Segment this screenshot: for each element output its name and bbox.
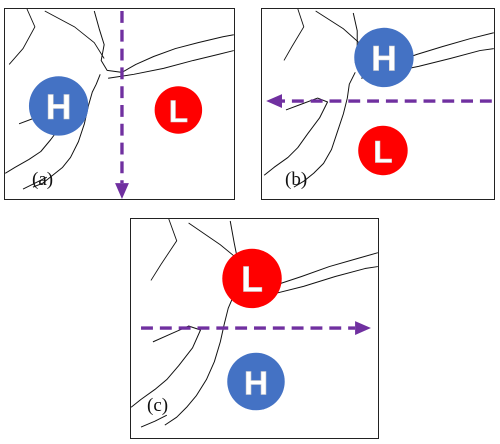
coastline (22, 176, 47, 190)
panel-b-map: H L (263, 9, 494, 188)
state-border (44, 10, 105, 59)
coastline (140, 414, 168, 428)
low-pressure-circle (222, 248, 282, 309)
state-border (150, 219, 178, 281)
coastline (263, 97, 329, 176)
wind-arrow-head (115, 183, 129, 199)
state-border (315, 10, 362, 45)
high-pressure-label: H (46, 87, 72, 127)
high-pressure-label: H (371, 38, 397, 78)
low-pressure-circle (358, 125, 408, 176)
coastline (293, 72, 356, 188)
high-pressure-label: H (244, 365, 268, 402)
low-pressure-circle (154, 86, 203, 134)
high-pressure-circle (354, 27, 414, 88)
panel-b: H L (b) (261, 8, 495, 200)
wind-arrow-head (266, 94, 283, 108)
state-border (283, 9, 305, 61)
panel-label: (c) (147, 395, 169, 416)
state-border (8, 9, 36, 65)
coastline (108, 50, 234, 79)
panel-label: (b) (285, 169, 308, 190)
panel-c: L H (c) (130, 218, 379, 439)
low-pressure-label: L (169, 93, 188, 129)
high-pressure-circle (28, 76, 89, 136)
panel-a-map: H L (5, 9, 234, 199)
high-pressure-circle (227, 352, 285, 411)
panel-c-map: L H (131, 219, 378, 428)
low-pressure-label: L (241, 259, 263, 299)
wind-arrow-head (355, 321, 371, 335)
panel-a: H L (a) (4, 8, 235, 200)
coastline (32, 74, 101, 188)
coastline (93, 10, 234, 73)
coastline (164, 294, 235, 426)
coastline (131, 325, 201, 408)
panel-label: (a) (32, 169, 54, 190)
low-pressure-label: L (373, 133, 392, 169)
